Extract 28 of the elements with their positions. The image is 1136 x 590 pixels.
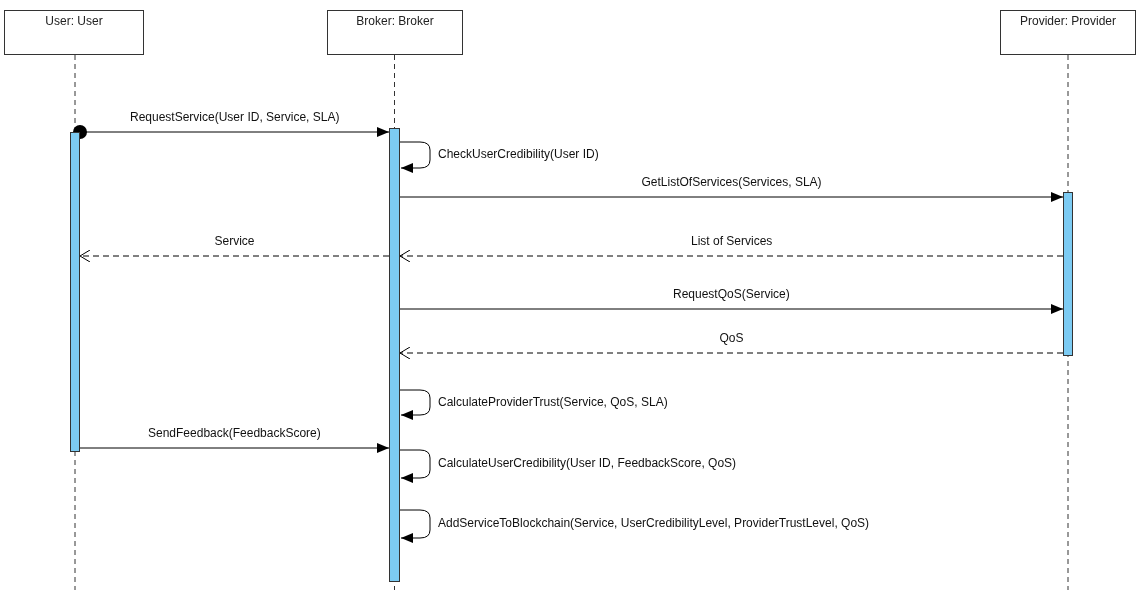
message-arrow — [399, 141, 431, 173]
lifeline-header: Broker: Broker — [327, 10, 463, 55]
message-label: GetListOfServices(Services, SLA) — [639, 175, 824, 189]
message-arrow — [73, 125, 390, 139]
lifeline-header: Provider: Provider — [1000, 10, 1136, 55]
message-arrow — [399, 346, 1064, 360]
message-arrow — [399, 509, 431, 543]
activation-bar — [70, 132, 80, 452]
message-label: CheckUserCredibility(User ID) — [436, 147, 601, 161]
activation-bar — [389, 128, 400, 582]
message-arrow — [79, 249, 390, 263]
message-arrow — [399, 249, 1064, 263]
message-label: Service — [212, 234, 257, 248]
message-arrow — [399, 192, 1064, 202]
message-label: RequestQoS(Service) — [671, 287, 792, 301]
message-label: AddServiceToBlockchain(Service, UserCredibilityLevel, ProviderTrustLevel, QoS) — [436, 516, 872, 530]
lifeline-header: User: User — [4, 10, 144, 55]
message-label: CalculateUserCredibility(User ID, FeedbackScore, QoS) — [436, 456, 739, 470]
message-label: List of Services — [689, 234, 775, 248]
message-label: CalculateProviderTrust(Service, QoS, SLA) — [436, 394, 670, 409]
message-arrow — [79, 443, 390, 453]
activation-bar — [1063, 192, 1073, 356]
message-label: SendFeedback(FeedbackScore) — [146, 426, 323, 440]
message-label: QoS — [717, 331, 746, 345]
message-arrow — [399, 449, 431, 483]
message-arrow — [399, 304, 1064, 314]
message-arrow — [399, 389, 431, 420]
message-label: RequestService(User ID, Service, SLA) — [128, 110, 342, 124]
